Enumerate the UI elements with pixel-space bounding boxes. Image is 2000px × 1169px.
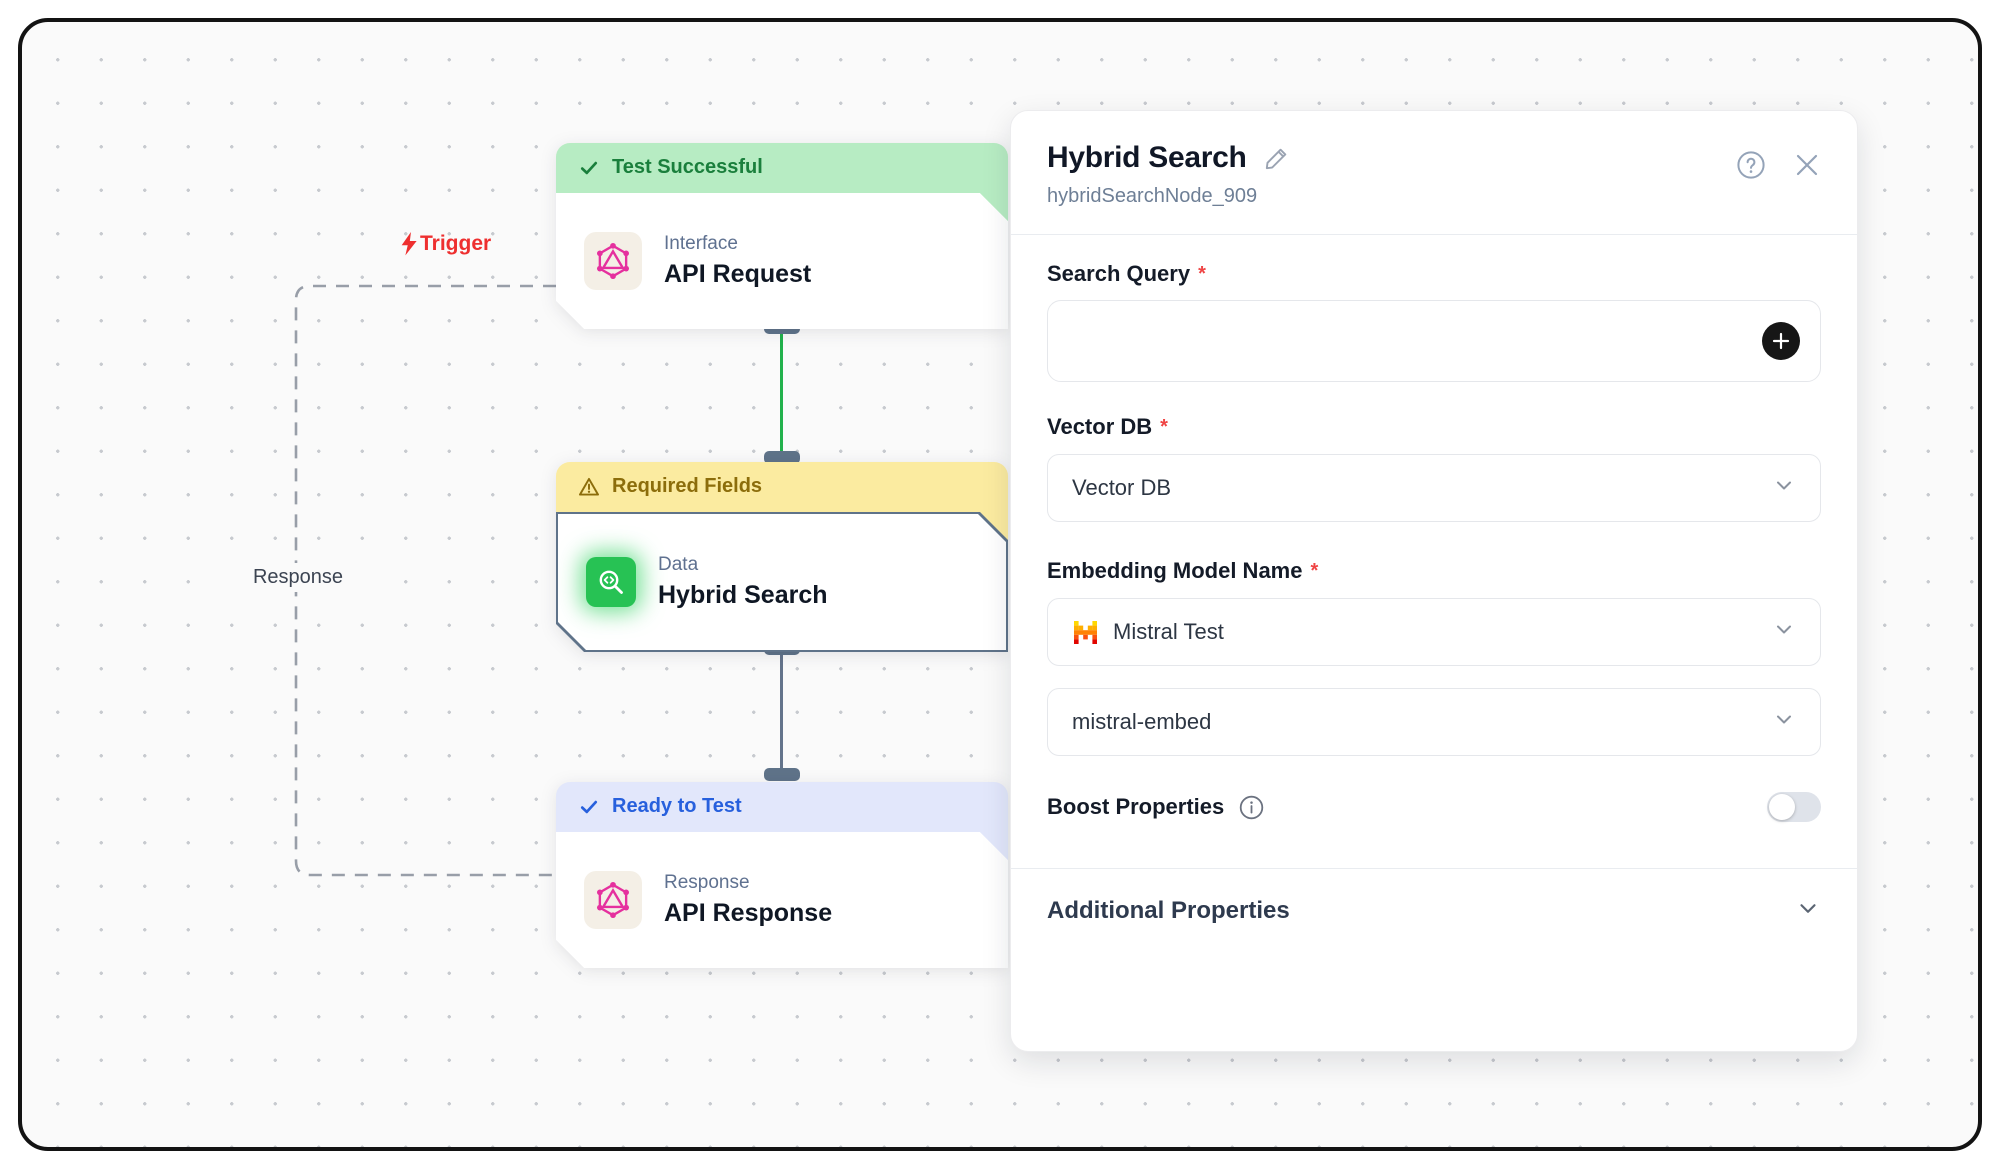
required-mark: * <box>1198 262 1206 285</box>
close-icon[interactable] <box>1793 151 1821 179</box>
embedding-model-select[interactable]: Mistral Test <box>1047 598 1821 666</box>
node-status-label: Test Successful <box>612 156 763 178</box>
plus-icon <box>1772 332 1790 350</box>
graphql-icon <box>584 232 642 290</box>
boost-properties-toggle[interactable] <box>1767 792 1821 822</box>
chevron-down-icon <box>1772 707 1796 737</box>
additional-properties-label: Additional Properties <box>1047 896 1290 924</box>
edge-hybrid-search-to-api-response[interactable] <box>780 653 783 771</box>
response-edge-label: Response <box>228 563 368 592</box>
boost-properties-label: Boost Properties <box>1047 794 1225 819</box>
hybrid-search-icon <box>586 557 636 607</box>
trigger-label: Trigger <box>400 232 491 256</box>
add-query-button[interactable] <box>1762 322 1800 360</box>
panel-title: Hybrid Search <box>1047 141 1247 174</box>
node-id: hybridSearchNode_909 <box>1047 185 1258 207</box>
check-icon <box>580 800 598 814</box>
node-status-label: Required Fields <box>612 475 763 497</box>
embedding-model-label: Embedding Model Name * <box>1047 558 1319 583</box>
vector-db-value: Vector DB <box>1072 475 1172 500</box>
handle-hybrid-search-top[interactable] <box>764 451 800 464</box>
warning-icon <box>578 477 600 496</box>
edit-title-icon[interactable] <box>1263 145 1290 172</box>
search-query-input[interactable] <box>1048 301 1820 381</box>
flow-canvas[interactable]: Response Trigger Test Successful <box>18 18 1982 1151</box>
vector-db-select[interactable]: Vector DB <box>1047 454 1821 522</box>
search-query-field <box>1047 300 1821 382</box>
vector-db-label: Vector DB * <box>1047 414 1168 439</box>
chevron-down-icon <box>1795 895 1821 926</box>
chevron-down-icon <box>1772 617 1796 647</box>
toggle-knob <box>1769 794 1795 820</box>
node-category: Data <box>658 554 699 575</box>
chevron-down-icon <box>1772 473 1796 503</box>
handle-api-response-top[interactable] <box>764 768 800 781</box>
node-api-response[interactable]: Ready to Test Response API Response <box>556 782 1008 968</box>
node-category: Interface <box>664 233 738 254</box>
node-title: Hybrid Search <box>658 581 828 609</box>
info-icon[interactable] <box>1238 794 1265 821</box>
section-divider <box>1011 868 1857 869</box>
node-status-label: Ready to Test <box>612 795 742 817</box>
node-category: Response <box>664 872 750 893</box>
mistral-icon <box>1072 620 1099 644</box>
check-icon <box>580 161 598 175</box>
additional-properties-header[interactable]: Additional Properties <box>1047 895 1821 926</box>
model-name-value: mistral-embed <box>1072 709 1212 734</box>
help-icon[interactable] <box>1735 149 1767 181</box>
model-name-select[interactable]: mistral-embed <box>1047 688 1821 756</box>
required-mark: * <box>1310 559 1319 582</box>
node-title: API Response <box>664 899 833 927</box>
search-query-label: Search Query * <box>1047 261 1206 286</box>
lightning-icon <box>401 232 417 256</box>
required-mark: * <box>1160 415 1168 438</box>
node-title: API Request <box>664 260 812 288</box>
graphql-icon <box>584 871 642 929</box>
node-hybrid-search[interactable]: Required Fields Data Hybrid Search <box>556 462 1008 652</box>
embedding-model-value: Mistral Test <box>1113 619 1224 644</box>
node-config-panel: Hybrid Search hybridSearchNode_909 <box>1010 110 1858 1052</box>
panel-header-divider <box>1011 234 1857 235</box>
node-api-request[interactable]: Test Successful Interface API Request <box>556 143 1008 329</box>
edge-api-request-to-hybrid-search[interactable] <box>780 329 783 453</box>
